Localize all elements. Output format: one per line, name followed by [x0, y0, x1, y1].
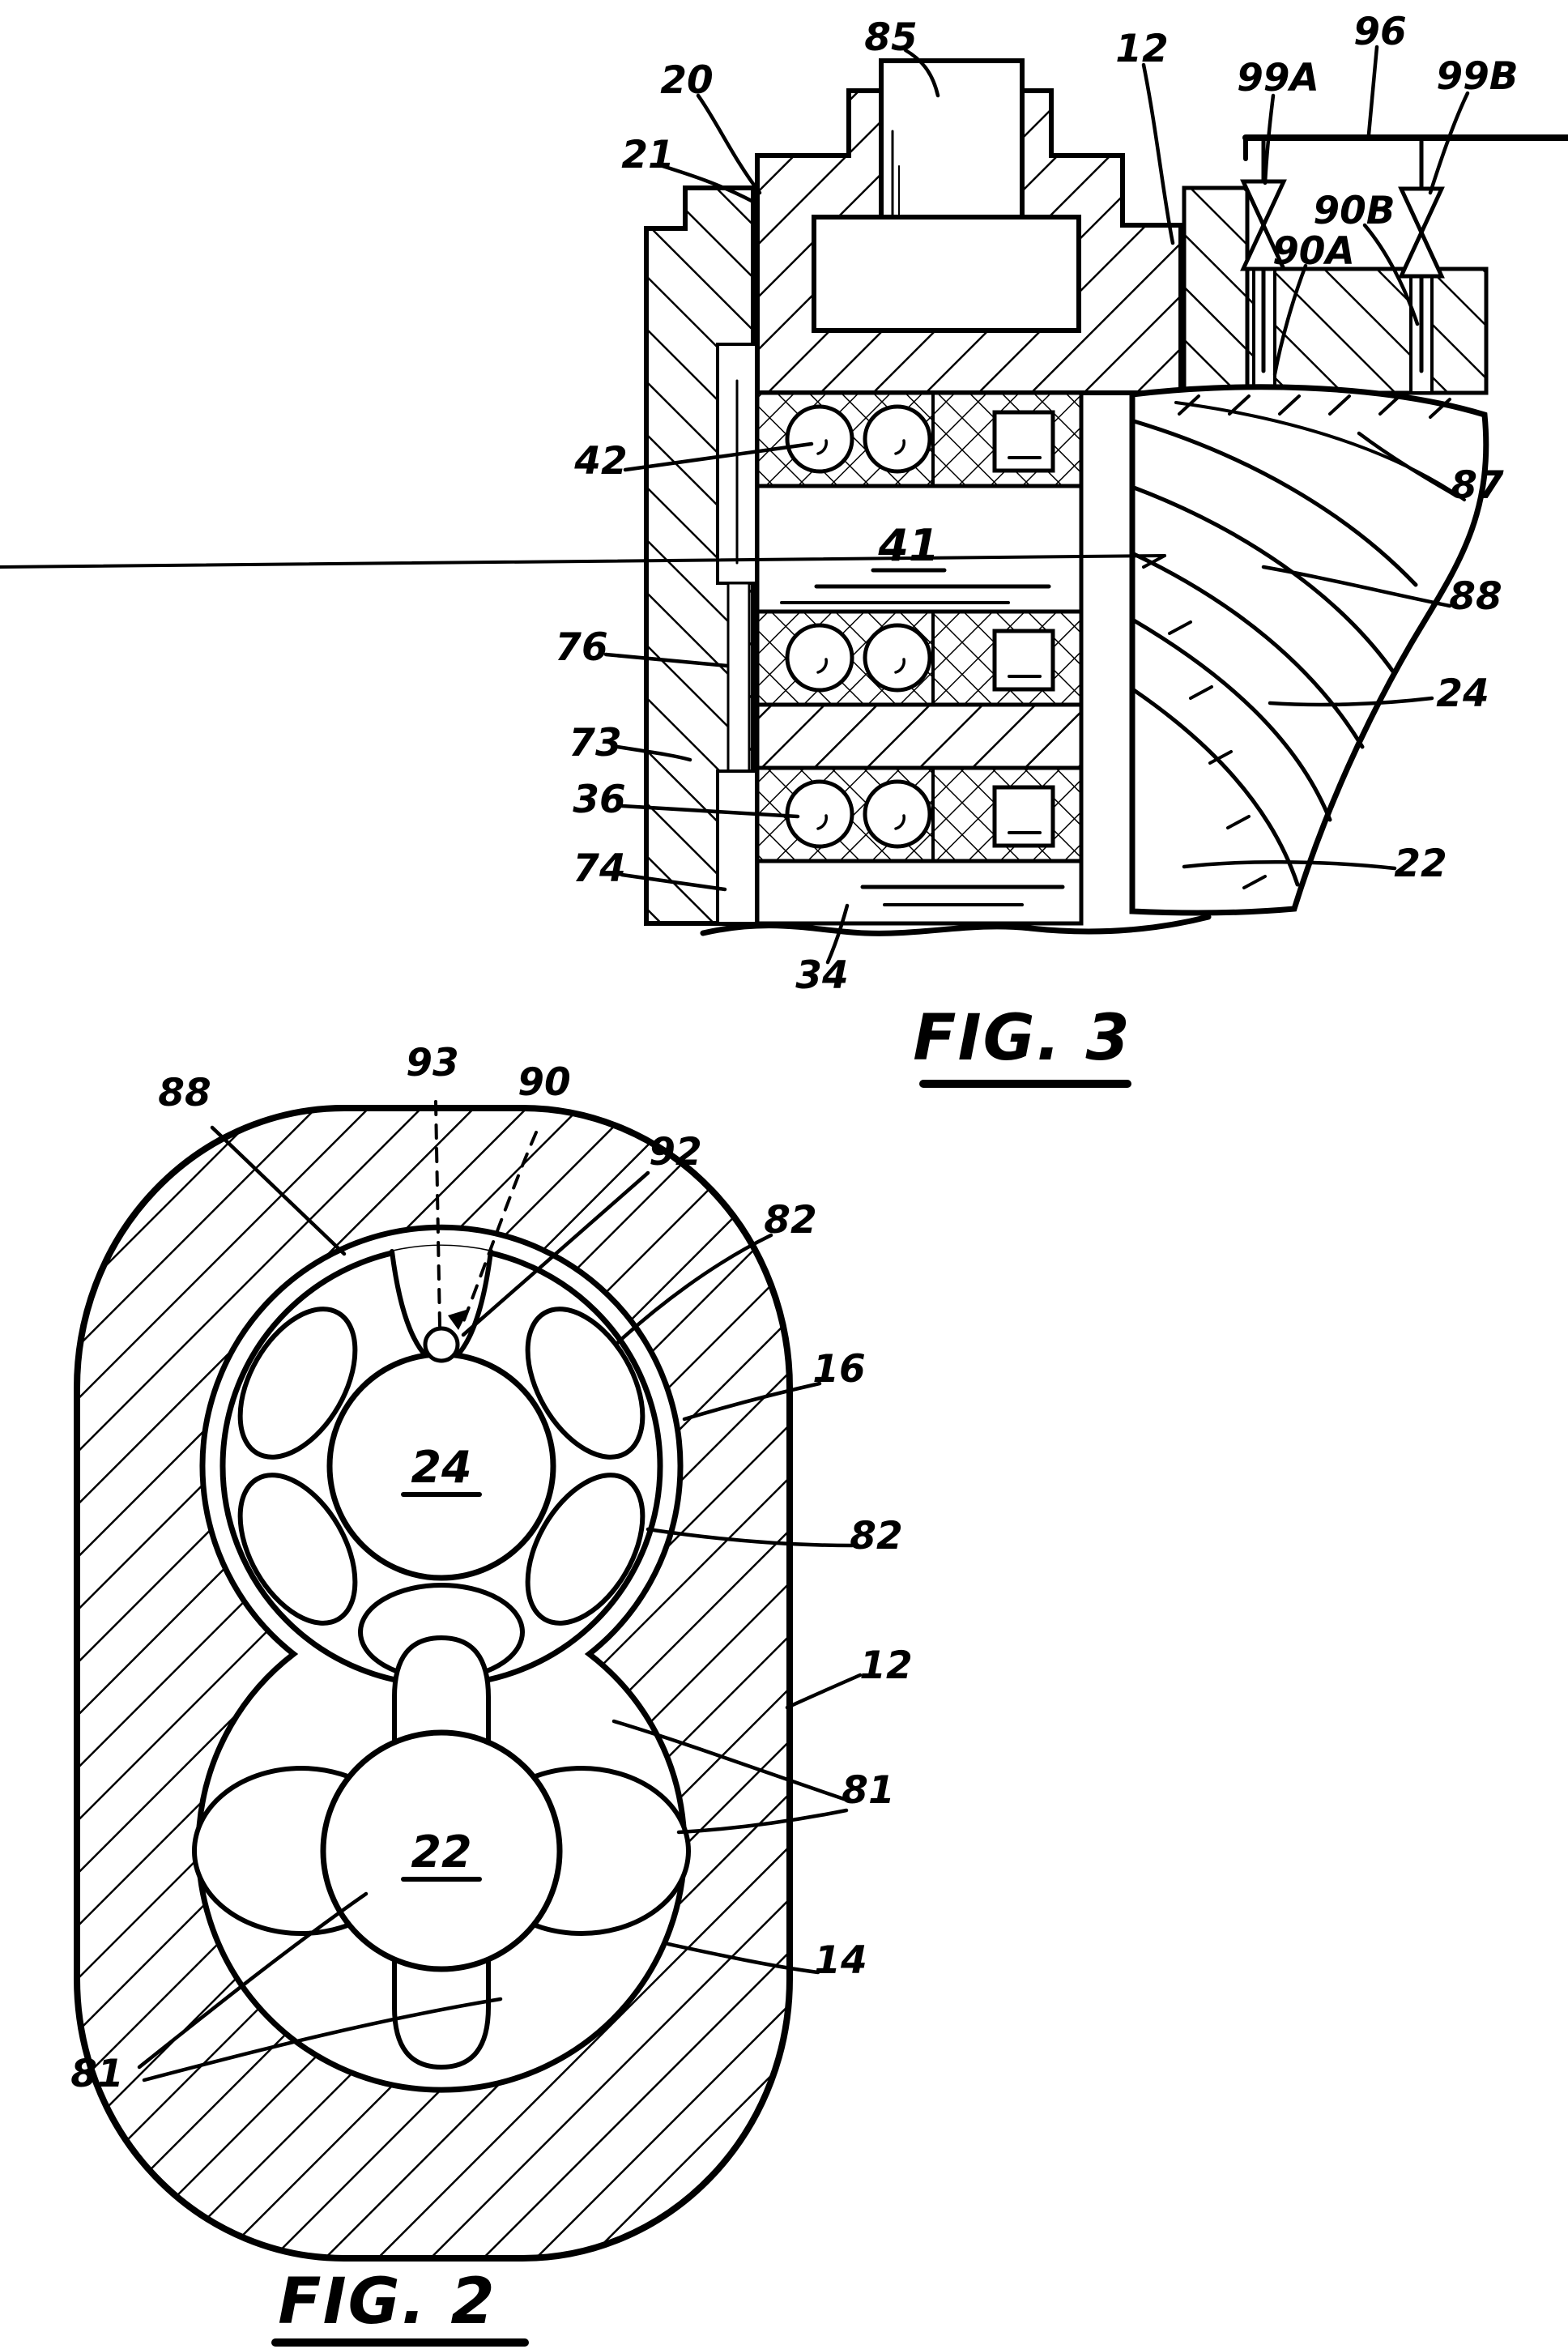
fig3-ref-90B: 90B	[1313, 189, 1395, 233]
fig2-arrowhead-90	[448, 1309, 469, 1330]
fig2-ref-81-lower: 81	[70, 2052, 123, 2096]
fig3-valve-99A	[1240, 179, 1287, 373]
fig2-ref-92: 92	[649, 1130, 701, 1174]
fig3-bearing-row-2	[755, 609, 1084, 707]
fig3-ref-34: 34	[795, 953, 848, 998]
fig3-rotor-gap-41	[755, 484, 1084, 614]
fig3-valve-99B	[1398, 186, 1445, 373]
fig3-ref-88: 88	[1449, 574, 1502, 619]
fig2-ref-82-upper: 82	[764, 1198, 816, 1243]
fig3-caption: FIG. 3	[913, 1002, 1131, 1075]
fig3-ref-42: 42	[573, 439, 627, 484]
fig2-dashed-lines	[434, 1100, 538, 1328]
fig3-ref-99B: 99B	[1436, 54, 1518, 99]
fig2-ref-88: 88	[158, 1071, 211, 1115]
fig3-ref-22: 22	[1394, 842, 1447, 886]
fig3-leader-lines	[603, 45, 1470, 965]
fig2-ref-90: 90	[518, 1060, 570, 1105]
fig3-ref-99A: 99A	[1237, 56, 1319, 100]
fig3-ref-12: 12	[1115, 27, 1168, 71]
fig3-ref-73: 73	[569, 721, 621, 765]
fig2-ref-93: 93	[406, 1041, 458, 1085]
fig3-ref-74: 74	[573, 846, 625, 891]
fig2-drawing: 88 93 90 92 82 16 82 12 81 14 81 24 22 F…	[70, 1041, 913, 2347]
fig3-bearing-row-3	[755, 765, 1084, 863]
fig2-ref-14: 14	[814, 1938, 867, 1983]
fig3-ref-21: 21	[621, 133, 674, 177]
fig3-housing-wall-12	[1182, 185, 1250, 395]
fig3-ref-41: 41	[877, 520, 939, 571]
fig2-ref-81-right: 81	[842, 1768, 894, 1813]
fig3-spacer	[755, 702, 1084, 770]
fig3-ref-90A: 90A	[1272, 229, 1355, 274]
fig3-ref-96: 96	[1353, 10, 1406, 54]
fig3-bearing-row-1	[755, 390, 1084, 488]
fig3-screw-rotor	[0, 384, 1489, 916]
fig2-caption: FIG. 2	[278, 2266, 496, 2338]
fig3-drawing: 20 21 85 12 96 99A 99B 90B 90A 42 41 76 …	[0, 10, 1568, 1088]
fig3-ref-24: 24	[1436, 671, 1489, 716]
fig3-ref-76: 76	[555, 625, 607, 670]
fig3-ref-36: 36	[573, 778, 625, 822]
fig3-break-line	[700, 914, 1212, 936]
fig3-ref-87: 87	[1451, 463, 1504, 508]
fig2-ref-16: 16	[812, 1347, 865, 1392]
fig2-rotor-22-numeral: 22	[411, 1827, 471, 1878]
fig2-rotor-24	[219, 1244, 663, 1688]
fig2-rotor-24-numeral: 24	[411, 1442, 471, 1493]
fig3-shaft-34	[755, 859, 1084, 926]
fig2-seal-port-92	[423, 1326, 460, 1363]
fig3-manifold-96	[1242, 134, 1568, 191]
fig2-ref-12: 12	[859, 1643, 912, 1688]
fig3-housing-top-band	[1245, 266, 1489, 395]
fig3-retainer-brackets	[716, 343, 758, 925]
fig3-shaft-85	[879, 58, 1025, 222]
fig3-motor-cavity	[812, 215, 1081, 333]
fig3-ref-85: 85	[864, 15, 917, 60]
fig3-ref-20: 20	[660, 58, 713, 103]
fig2-leader-lines	[137, 1125, 863, 2083]
fig2-ref-82-right: 82	[850, 1514, 902, 1558]
